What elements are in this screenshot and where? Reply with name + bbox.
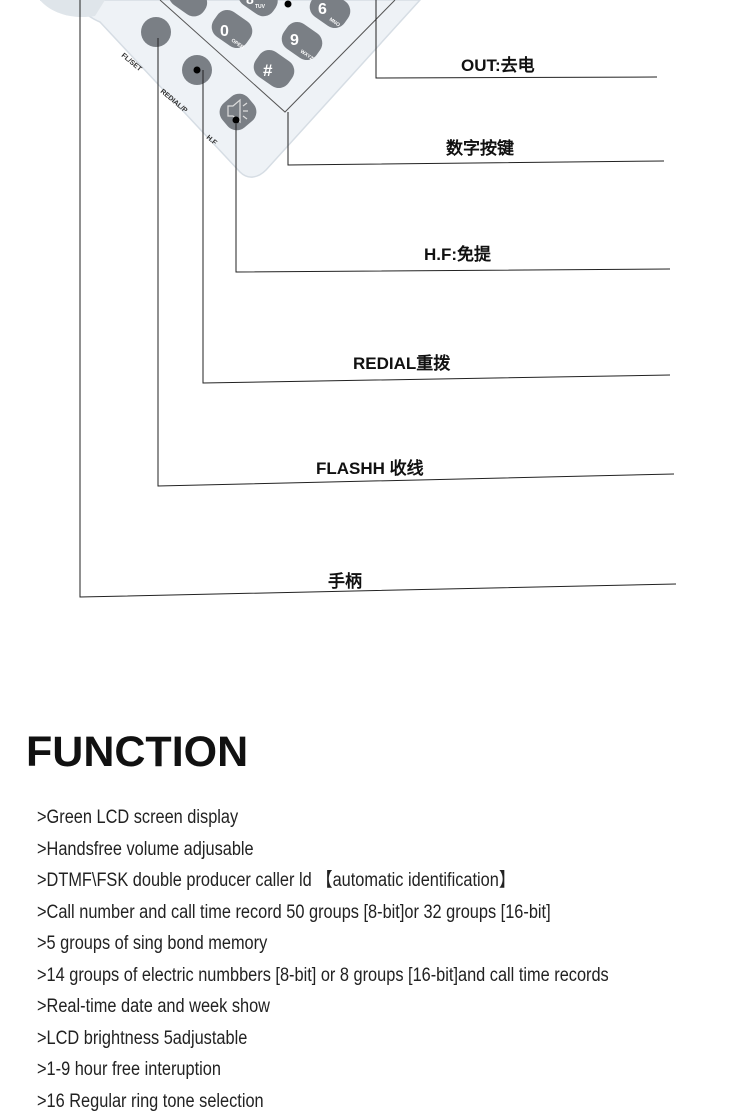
svg-text:8: 8 [246, 0, 254, 7]
feature-item: >Green LCD screen display [37, 807, 239, 828]
callout-number-keys: 数字按键 [446, 139, 514, 158]
key-hash[interactable]: # [249, 45, 299, 93]
feature-item: >LCD brightness 5adjustable [37, 1027, 248, 1049]
svg-text:MNO: MNO [328, 17, 341, 29]
feature-item: >1-9 hour free interuption [37, 1059, 221, 1080]
feature-item: >16 Regular ring tone selection [37, 1090, 264, 1112]
handsfree-button[interactable] [215, 89, 262, 135]
leader-keys [287, 112, 665, 166]
svg-text:TUV: TUV [255, 4, 266, 10]
callout-handsfree: H.F:免提 [424, 245, 492, 264]
callout-handset: 手柄 [328, 572, 362, 591]
key-top-left[interactable] [164, 0, 212, 21]
feature-list: >Green LCD screen display >Handsfree vol… [37, 805, 702, 1120]
callout-flash: FLASHH 收线 [316, 459, 424, 478]
key-8[interactable]: 8 TUV [234, 0, 283, 21]
leader-handset [79, 0, 677, 598]
feature-item: >DTMF\FSK double producer caller ld 【aut… [37, 870, 516, 891]
function-heading: FUNCTION [26, 728, 249, 776]
leader-flash [157, 38, 675, 487]
flash-set-button[interactable] [141, 17, 171, 47]
key-0[interactable]: 0 OPER [207, 5, 257, 53]
feature-item: >5 groups of sing bond memory [37, 933, 268, 954]
svg-text:#: # [263, 61, 273, 80]
feature-item: >Call number and call time record 50 gro… [37, 901, 551, 923]
feature-item: >14 groups of electric numbbers [8-bit] … [37, 964, 609, 986]
key-6[interactable]: 6 MNO [305, 0, 355, 33]
leader-redial [202, 70, 671, 384]
feature-item: >Real-time date and week show [37, 996, 270, 1017]
svg-text:9: 9 [290, 32, 299, 49]
callout-out: OUT:去电 [461, 56, 535, 75]
svg-text:0: 0 [220, 23, 229, 40]
svg-text:6: 6 [318, 1, 327, 18]
key-9[interactable]: 9 WXYZ [277, 17, 327, 65]
speaker-icon [227, 98, 248, 124]
leader-hf [235, 124, 671, 273]
phone-diagram: FL/SET REDIAL/P H.F 0 OPER 9 WXYZ # 6 MN… [40, 0, 677, 598]
handset-edge [40, 0, 105, 18]
keypad-border [159, 0, 396, 113]
feature-item: >Handsfree volume adjusable [37, 838, 254, 860]
leader-out [375, 0, 658, 79]
callout-redial: REDIAL重拨 [353, 354, 451, 373]
